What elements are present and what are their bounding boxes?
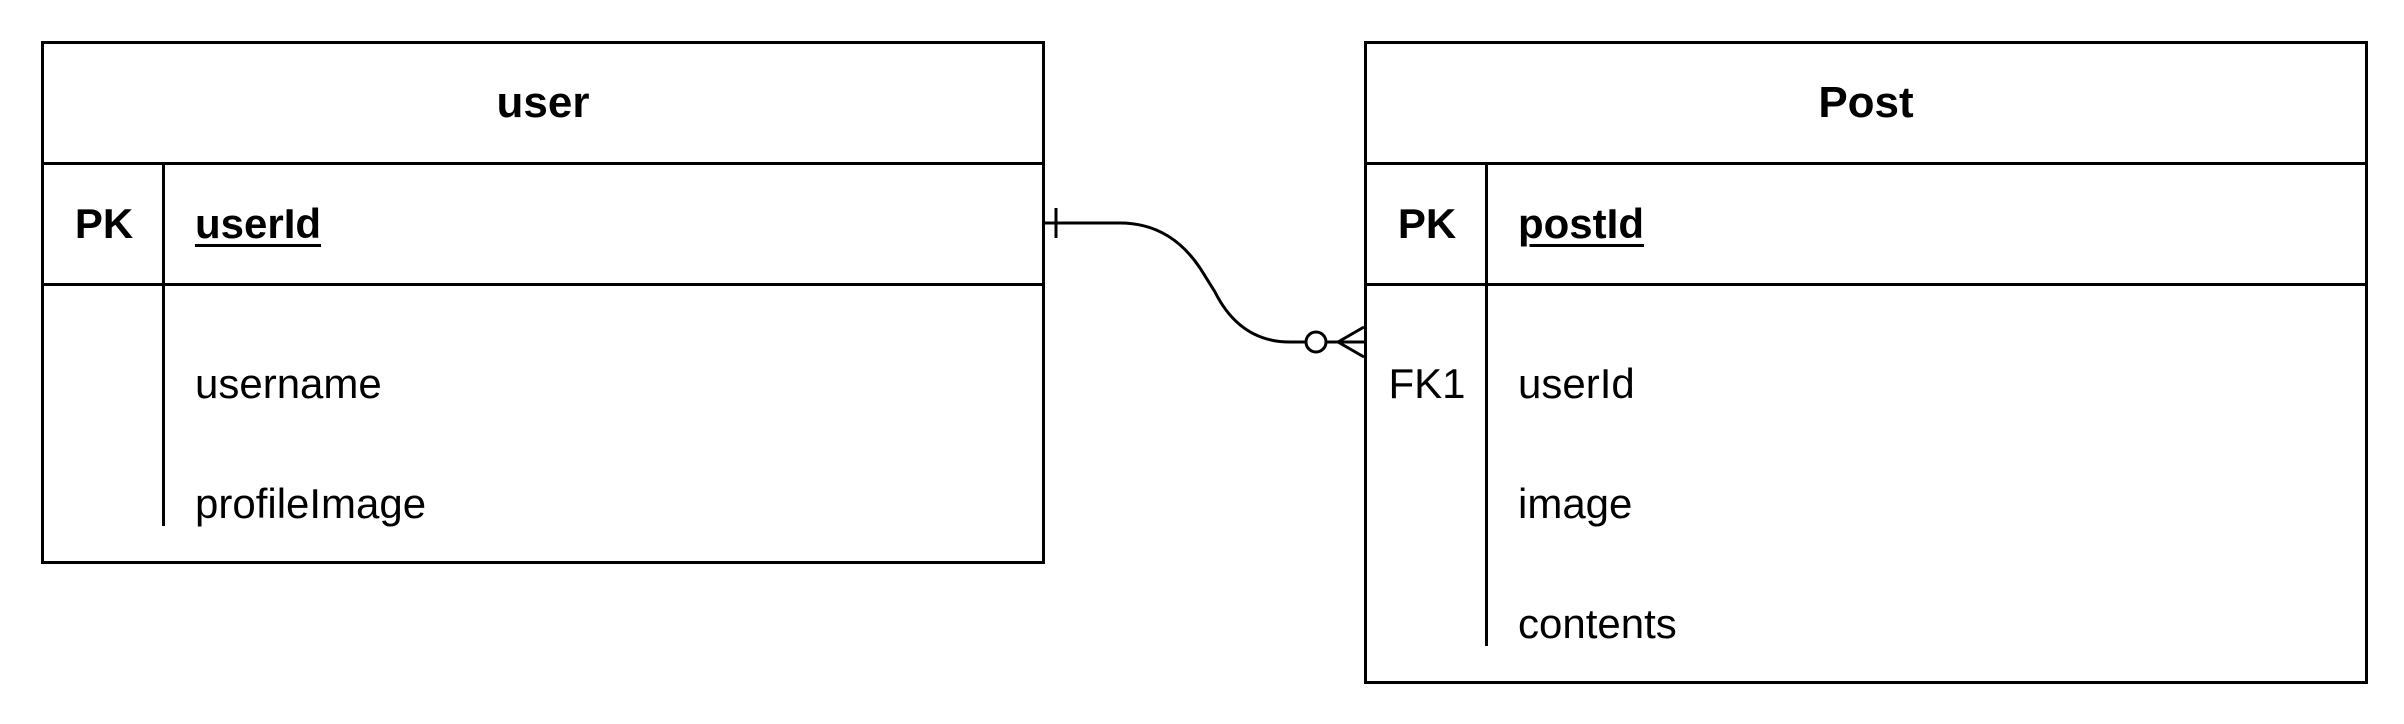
key-label: FK1 — [1388, 360, 1466, 407]
attribute-row[interactable]: contents — [1367, 564, 2365, 684]
zero-or-many-cardinality-icon — [1304, 325, 1365, 359]
field-name: image — [1518, 480, 1633, 527]
attribute-row[interactable]: profileImage — [44, 444, 1042, 564]
column-divider — [1485, 283, 1488, 646]
column-divider — [1485, 165, 1488, 283]
field-name: profileImage — [195, 480, 427, 527]
column-divider — [162, 283, 165, 526]
field-name: userId — [195, 200, 322, 247]
field-name: username — [195, 360, 382, 407]
attribute-row[interactable]: image — [1367, 444, 2365, 564]
pk-row[interactable]: PK postId — [1367, 165, 2365, 286]
key-label — [1367, 564, 1487, 684]
entity-title: user — [44, 44, 1042, 165]
entity-user[interactable]: user PK userId username profileImage — [41, 41, 1045, 564]
attribute-row[interactable]: username — [44, 324, 1042, 444]
attribute-row[interactable]: FK1 userId — [1367, 324, 2365, 444]
entity-title: Post — [1367, 44, 2365, 165]
field-name: userId — [1518, 360, 1635, 407]
pk-row[interactable]: PK userId — [44, 165, 1042, 286]
column-divider — [162, 165, 165, 283]
key-label — [1367, 444, 1487, 564]
key-label — [44, 444, 164, 564]
entity-post[interactable]: Post PK postId FK1 userId image contents — [1364, 41, 2368, 684]
relationship-line — [1045, 221, 1306, 344]
field-name: contents — [1518, 600, 1677, 647]
key-label — [44, 324, 164, 444]
key-label: PK — [1397, 200, 1457, 247]
key-label: PK — [74, 200, 134, 247]
field-name: postId — [1518, 200, 1644, 247]
